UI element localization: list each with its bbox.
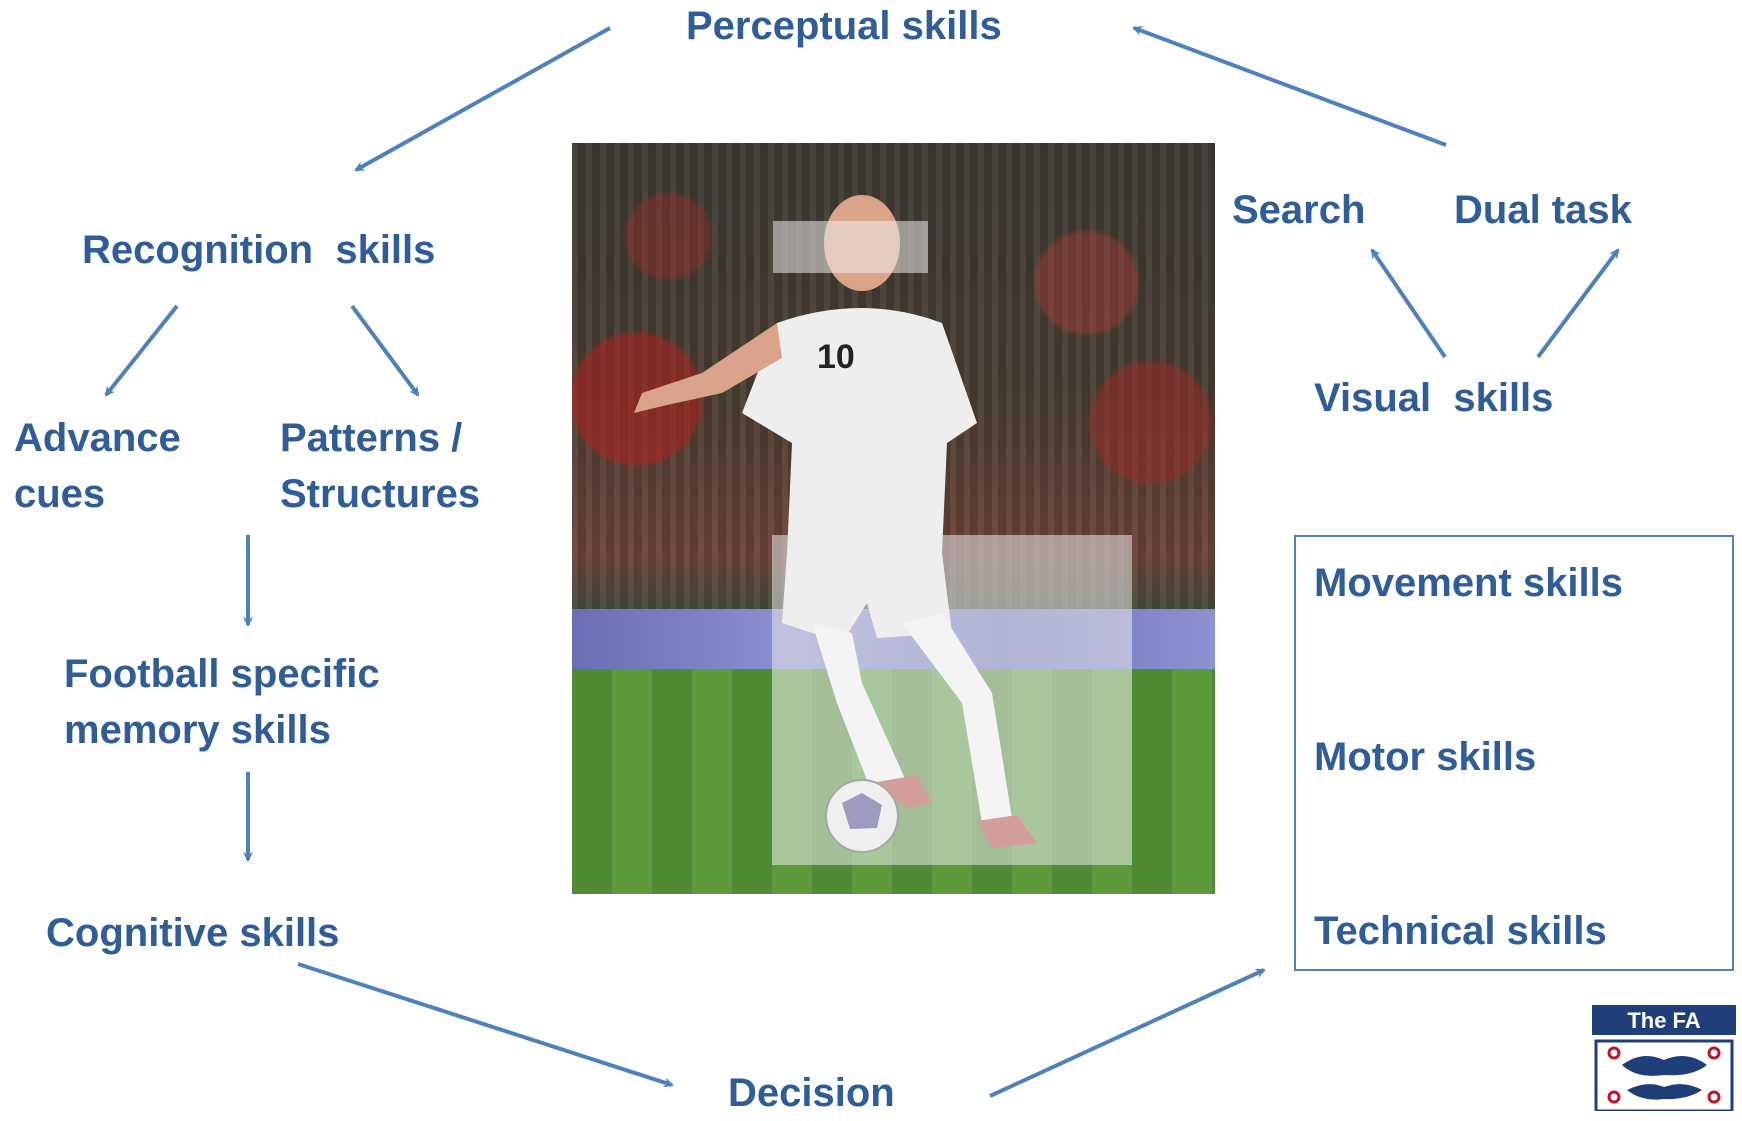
motor-skills-label: Motor skills bbox=[1314, 735, 1537, 779]
arrow-recognition-to-advance bbox=[104, 304, 179, 397]
football-player-photo: 10 bbox=[572, 143, 1215, 894]
patterns-structures-label: Patterns / Structures bbox=[280, 416, 481, 516]
football-memory-label: Football specific memory skills bbox=[64, 652, 380, 752]
technical-skills-label: Technical skills bbox=[1314, 909, 1607, 953]
cognitive-skills-label: Cognitive skills bbox=[46, 911, 340, 955]
dual-task-label: Dual task bbox=[1454, 188, 1632, 232]
eyes-highlight bbox=[773, 221, 928, 273]
arrow-visual-to-dualtask bbox=[1536, 248, 1620, 359]
perceptual-skills-label: Perceptual skills bbox=[686, 4, 1002, 48]
arrow-cognitive-to-decision bbox=[297, 962, 674, 1088]
arrow-perceptual-to-recognition bbox=[354, 26, 611, 172]
arrow-recognition-to-patterns bbox=[350, 304, 420, 397]
movement-skills-label: Movement skills bbox=[1314, 561, 1624, 605]
logo-text: The FA bbox=[1627, 1008, 1700, 1033]
legs-highlight bbox=[772, 535, 1132, 865]
shirt-number: 10 bbox=[817, 338, 855, 376]
the-fa-logo: The FA bbox=[1592, 1005, 1736, 1111]
arrow-visual-to-search bbox=[1370, 248, 1447, 359]
visual-skills-label: Visual skills bbox=[1314, 376, 1554, 420]
decision-label: Decision bbox=[728, 1071, 895, 1115]
arrow-decision-to-box bbox=[989, 968, 1266, 1098]
advance-cues-label: Advance cues bbox=[14, 416, 181, 516]
skills-box bbox=[1294, 535, 1734, 971]
recognition-skills-label: Recognition skills bbox=[82, 228, 436, 272]
arrow-dualtask-to-perceptual bbox=[1132, 26, 1447, 147]
search-label: Search bbox=[1232, 188, 1366, 232]
